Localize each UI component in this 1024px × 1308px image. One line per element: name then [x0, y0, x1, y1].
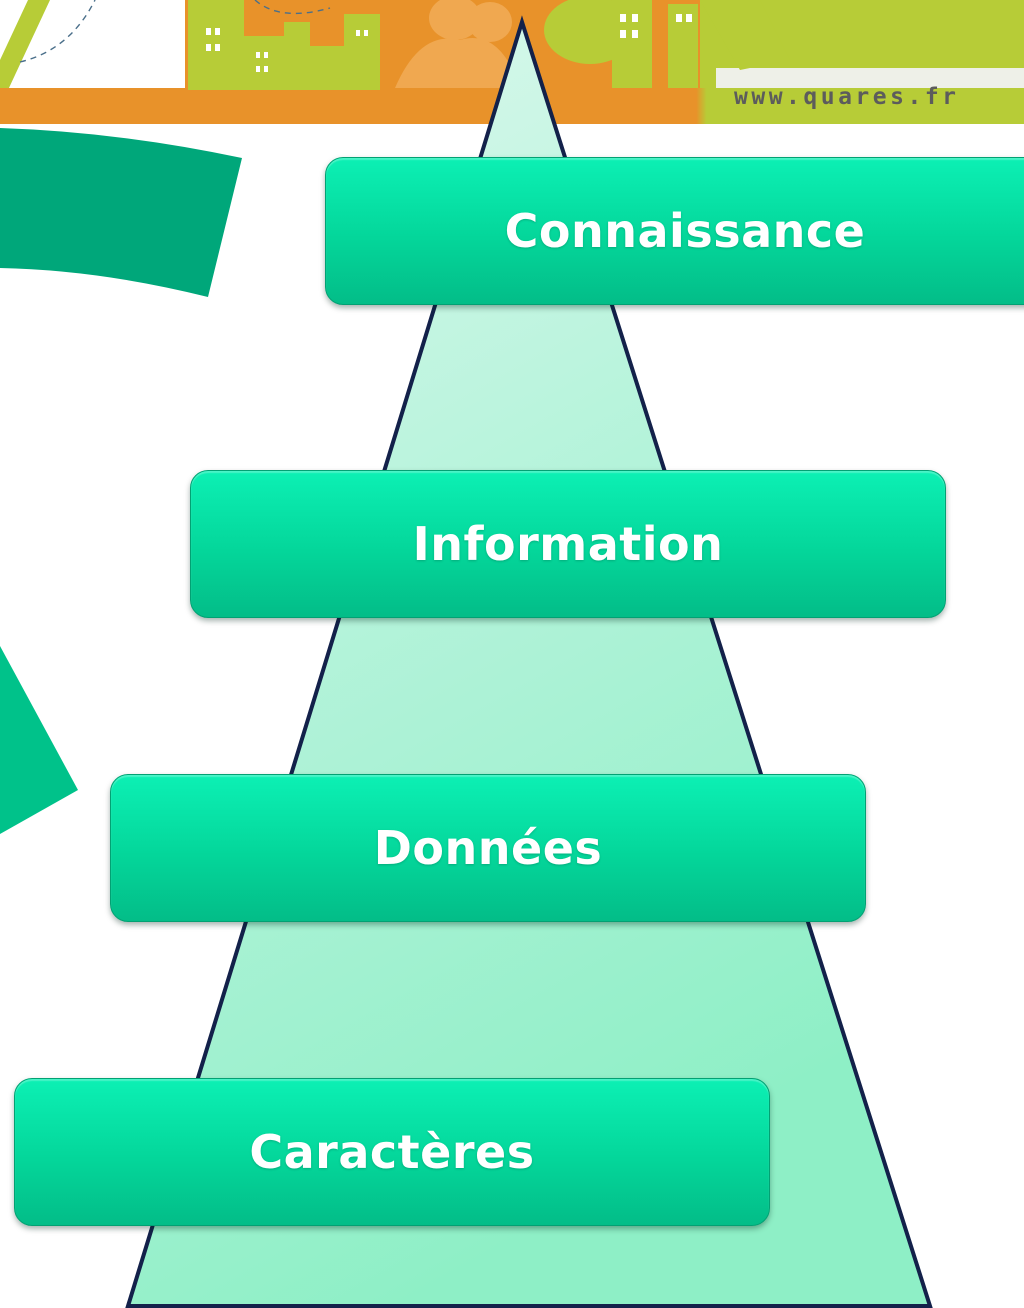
pyramid-level-donnees: Données	[110, 774, 866, 922]
decor-teal-triangle	[0, 646, 78, 834]
header-green-slash	[0, 0, 50, 90]
pyramid-level-caracteres: Caractères	[14, 1078, 770, 1226]
pyramid-level-connaissance: Connaissance	[325, 157, 1024, 305]
decor-teal-arc	[0, 128, 242, 297]
header-dashed-arc	[19, 0, 96, 63]
people-silhouettes	[395, 0, 520, 88]
website-url: www.quares.fr	[734, 84, 960, 110]
header-banner	[0, 0, 1024, 124]
pyramid-level-information: Information	[190, 470, 946, 618]
city-windows	[206, 28, 368, 72]
pyramid-shape	[125, 15, 933, 1308]
building-windows-right	[620, 14, 692, 38]
header-dashed-arc-2	[254, 0, 331, 15]
nature-silhouettes	[544, 0, 790, 88]
